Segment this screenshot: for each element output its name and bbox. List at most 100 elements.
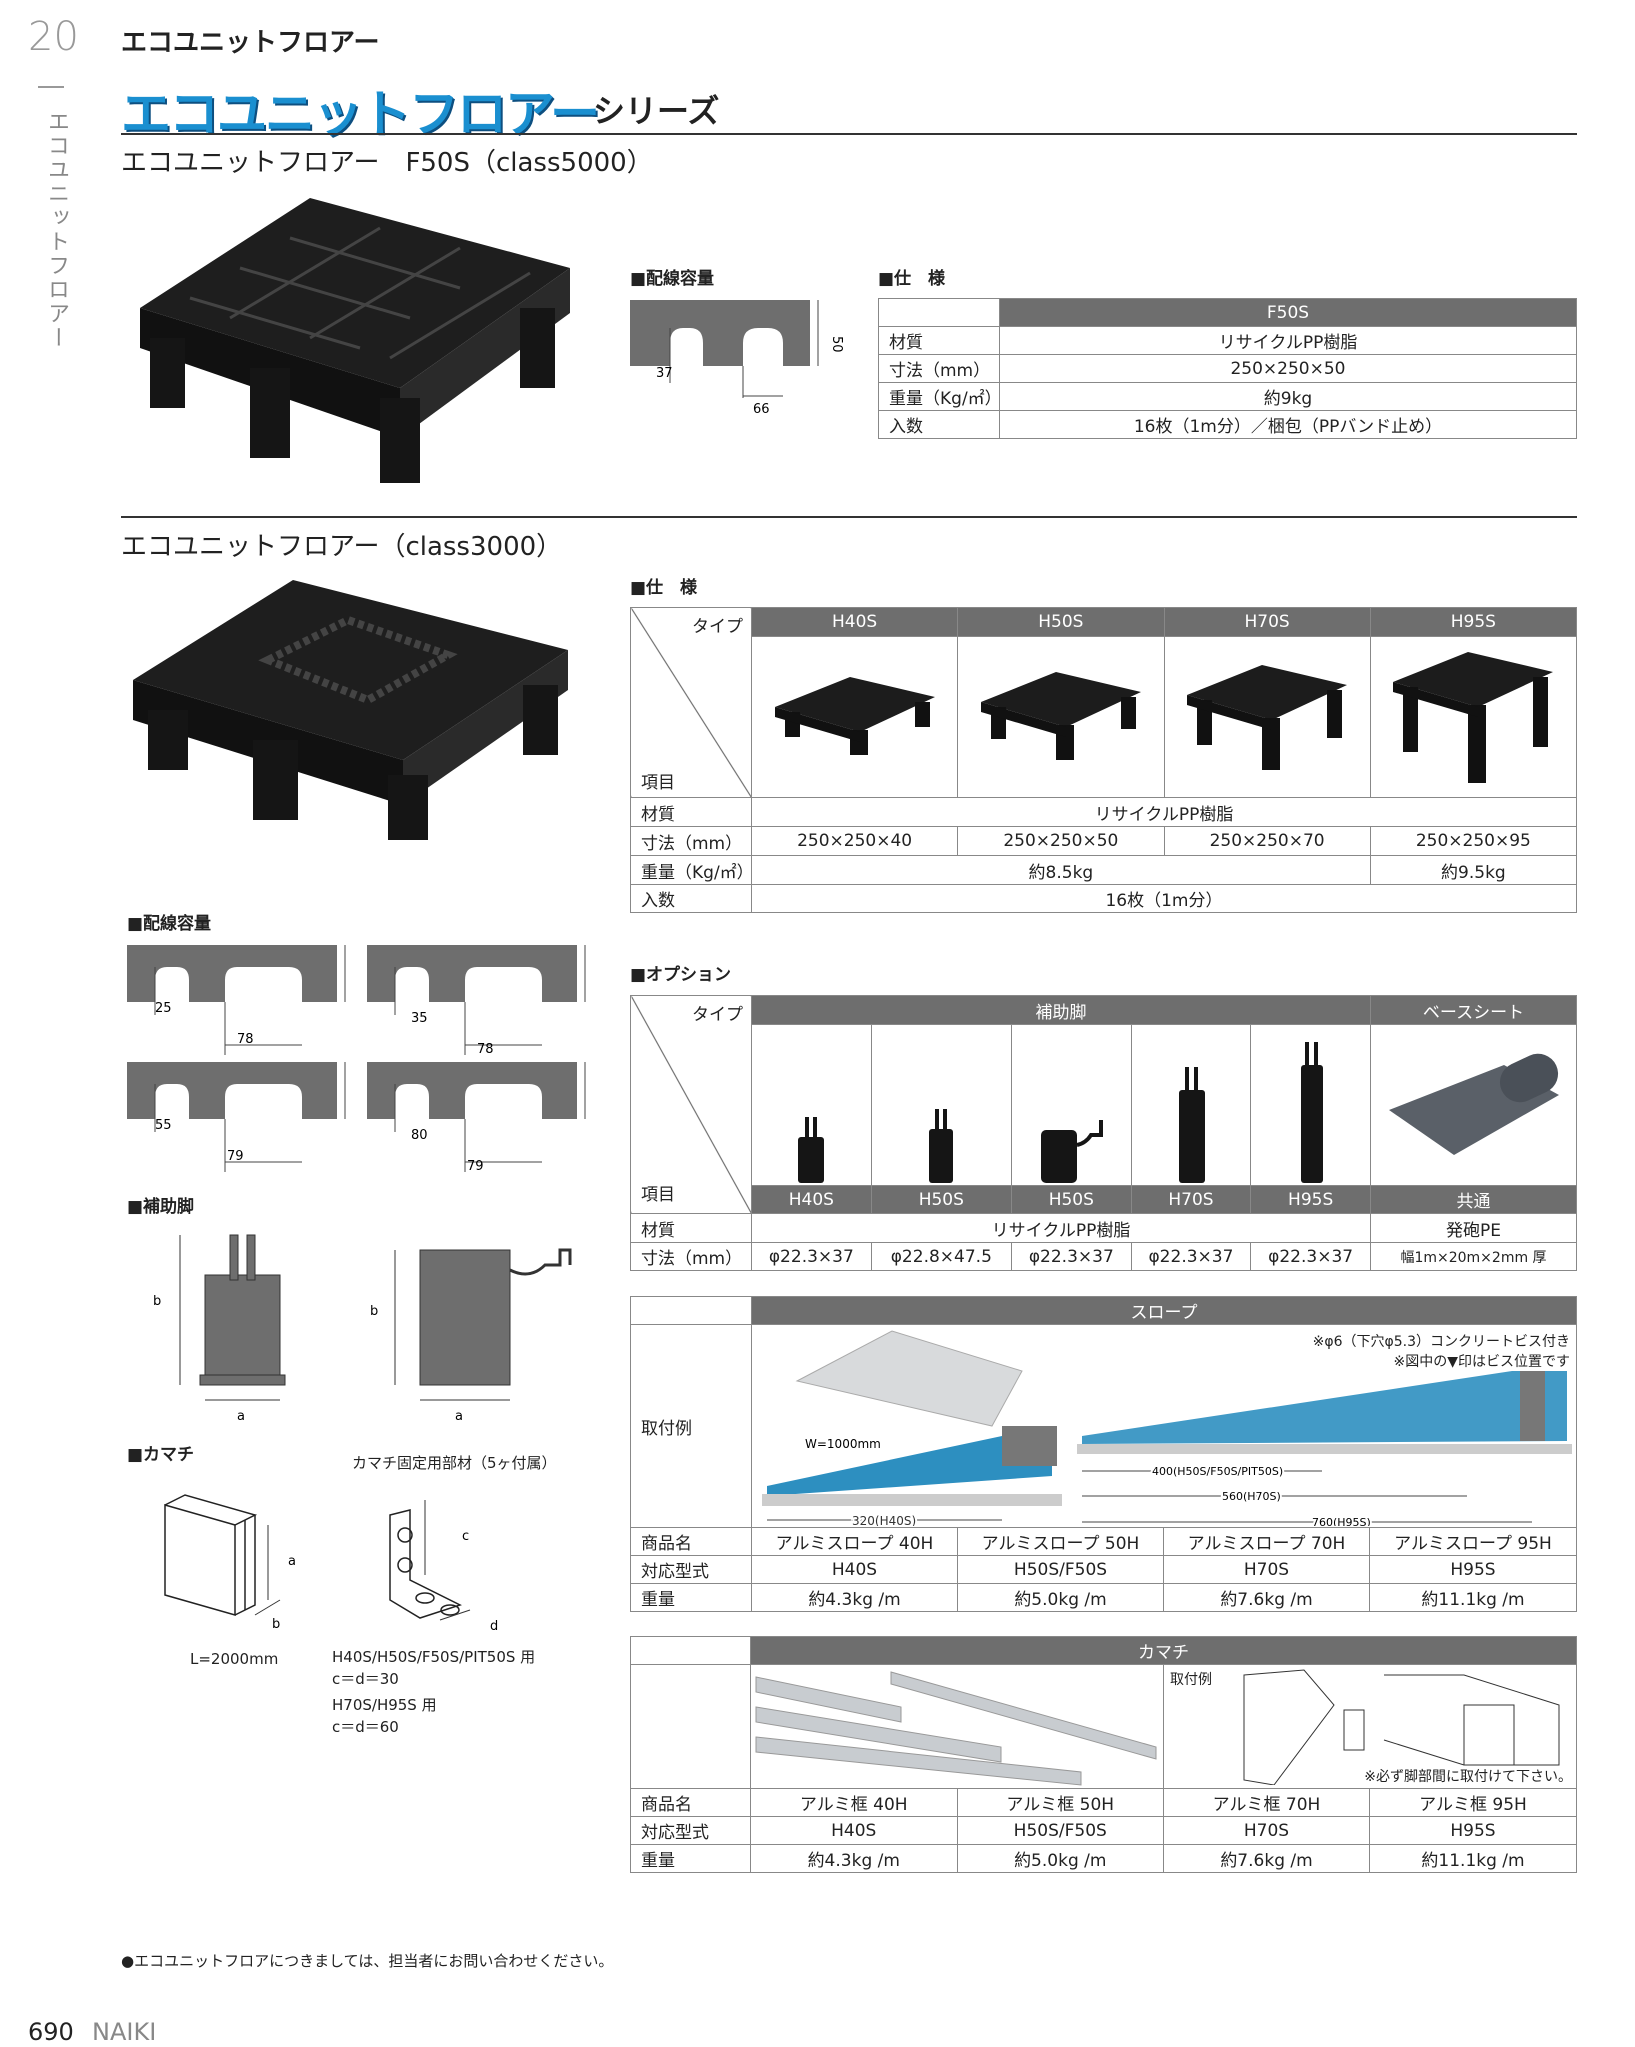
cell: 約11.1kg /m (1369, 1844, 1577, 1873)
group-header: 補助脚 (751, 995, 1371, 1025)
type-cell: 共通 (1370, 1185, 1577, 1214)
wiring-dim-b: 78 (477, 1042, 494, 1057)
page-title-suffix: シリーズ (593, 92, 720, 130)
spec-label: ■仕 様 (878, 269, 946, 289)
leg-dim-b: b (153, 1294, 161, 1309)
row-label: 材質 (630, 797, 752, 827)
cell: H70S (1163, 1816, 1370, 1845)
column-header: H50S (957, 607, 1165, 637)
kamachi-note: ※必ず脚部間に取付けて下さい。 (1364, 1769, 1572, 1785)
row-label: 取付例 (630, 1324, 752, 1528)
cell: φ22.3×37 (751, 1242, 872, 1271)
footer-page-number: 690 (28, 2018, 74, 2046)
cell: アルミ框 95H (1369, 1788, 1577, 1817)
kamachi-example-image: 取付例 ※必ず脚部間に取付けて下さい。 (1163, 1664, 1577, 1789)
cell: 約7.6kg /m (1163, 1583, 1370, 1612)
slope-dim-760: 760(H95S) (1312, 1516, 1371, 1526)
column-header: F50S (999, 298, 1577, 327)
slope-width: W=1000mm (805, 1437, 881, 1451)
type-cell: H50S (870, 1185, 1012, 1214)
wiring-height: 40 (355, 963, 357, 980)
leg-image (1010, 1024, 1132, 1186)
divider (121, 516, 1577, 518)
cell: アルミスロープ 95H (1369, 1527, 1577, 1556)
kamachi-cd-1: c＝d＝30 (332, 1670, 399, 1688)
f50s-spec-table: F50S 材質リサイクルPP樹脂 寸法（mm）250×250×50 重量（Kg/… (878, 298, 1577, 439)
cell: アルミスロープ 40H (751, 1527, 958, 1556)
cell: リサイクルPP樹脂 (999, 326, 1577, 355)
type-cell: H40S (751, 1185, 872, 1214)
cell: H50S/F50S (956, 1816, 1164, 1845)
cell: 約9.5kg (1369, 855, 1578, 885)
kamachi-dim-b: b (272, 1617, 280, 1632)
cell: H95S (1369, 1555, 1577, 1584)
support-leg-label: ■補助脚 (127, 1197, 195, 1217)
type-cell: H50S (1010, 1185, 1132, 1214)
footer-brand: NAIKI (92, 2018, 157, 2046)
cell: アルミスロープ 70H (1163, 1527, 1370, 1556)
product-image-h70s (1163, 636, 1371, 798)
wiring-dim-b: 79 (227, 1149, 244, 1164)
support-leg-drawings: ba ba (153, 1234, 572, 1424)
wiring-dim-a: 35 (411, 1011, 428, 1026)
cell: H70S (1163, 1555, 1370, 1584)
page-header: エコユニットフロアー (121, 28, 380, 58)
cell: 約9kg (999, 382, 1577, 411)
row-label: 寸法（mm） (630, 1242, 752, 1271)
divider (38, 86, 64, 88)
f50s-subtitle: エコユニットフロアー F50S（class5000） (121, 148, 653, 178)
cell: H40S (751, 1555, 958, 1584)
wiring-dim-b: 79 (467, 1159, 484, 1174)
wiring-capacity-label: ■配線容量 (127, 914, 212, 934)
row-label: 材質 (878, 326, 1000, 355)
row-label: 商品名 (630, 1788, 751, 1817)
item-label: 項目 (641, 773, 675, 793)
cell: 約5.0kg /m (956, 1844, 1164, 1873)
cell: アルミ框 70H (1163, 1788, 1370, 1817)
cell: 約11.1kg /m (1369, 1583, 1577, 1612)
row-label: 対応型式 (630, 1555, 752, 1584)
cell: H95S (1369, 1816, 1577, 1845)
wiring-diagram: 95 80 79 (367, 1062, 597, 1174)
leg-image (751, 1024, 872, 1186)
row-label: 重量（Kg/㎡） (878, 382, 1002, 411)
kamachi-dim-c: c (462, 1529, 469, 1544)
base-sheet-image (1370, 1024, 1577, 1186)
cell: H40S (750, 1816, 958, 1845)
cell: アルミスロープ 50H (957, 1527, 1164, 1556)
cell: 幅1m×20m×2mm 厚 (1370, 1242, 1577, 1271)
leg-image (1130, 1024, 1252, 1186)
row-label: 入数 (878, 410, 1000, 439)
kamachi-fixture-label: カマチ固定用部材（5ヶ付属） (352, 1454, 557, 1472)
row-label: 材質 (630, 1213, 752, 1243)
slope-note-2: ※図中の▼印はビス位置です (1393, 1354, 1571, 1370)
wiring-height: 50 (829, 336, 844, 353)
cell: 250×250×70 (1163, 826, 1371, 856)
cell: アルミ框 40H (750, 1788, 958, 1817)
option-label: ■オプション (630, 965, 732, 985)
cell: アルミ框 50H (956, 1788, 1164, 1817)
row-label: 重量 (630, 1583, 752, 1612)
column-header: H70S (1163, 607, 1371, 637)
cell: φ22.8×47.5 (870, 1242, 1012, 1271)
wiring-height: 95 (595, 1080, 597, 1097)
kamachi-dim-d: d (490, 1619, 498, 1634)
column-header: H95S (1369, 607, 1578, 637)
cell: φ22.3×37 (1250, 1242, 1371, 1271)
cell: H50S/F50S (957, 1555, 1164, 1584)
row-label: 寸法（mm） (630, 826, 752, 856)
cell: 約5.0kg /m (957, 1583, 1164, 1612)
divider (121, 133, 1577, 135)
kamachi-label: ■カマチ (127, 1445, 195, 1465)
cell: 約4.3kg /m (750, 1844, 958, 1873)
wiring-dim-a: 80 (411, 1128, 428, 1143)
leg-dim-a: a (455, 1409, 463, 1424)
cell: 約7.6kg /m (1163, 1844, 1370, 1873)
cell: リサイクルPP樹脂 (751, 797, 1577, 827)
class3000-subtitle: エコユニットフロアー（class3000） (121, 532, 563, 562)
leg-dim-a: a (237, 1409, 245, 1424)
kamachi-cd-2: c＝d＝60 (332, 1718, 399, 1736)
cell: 約4.3kg /m (751, 1583, 958, 1612)
